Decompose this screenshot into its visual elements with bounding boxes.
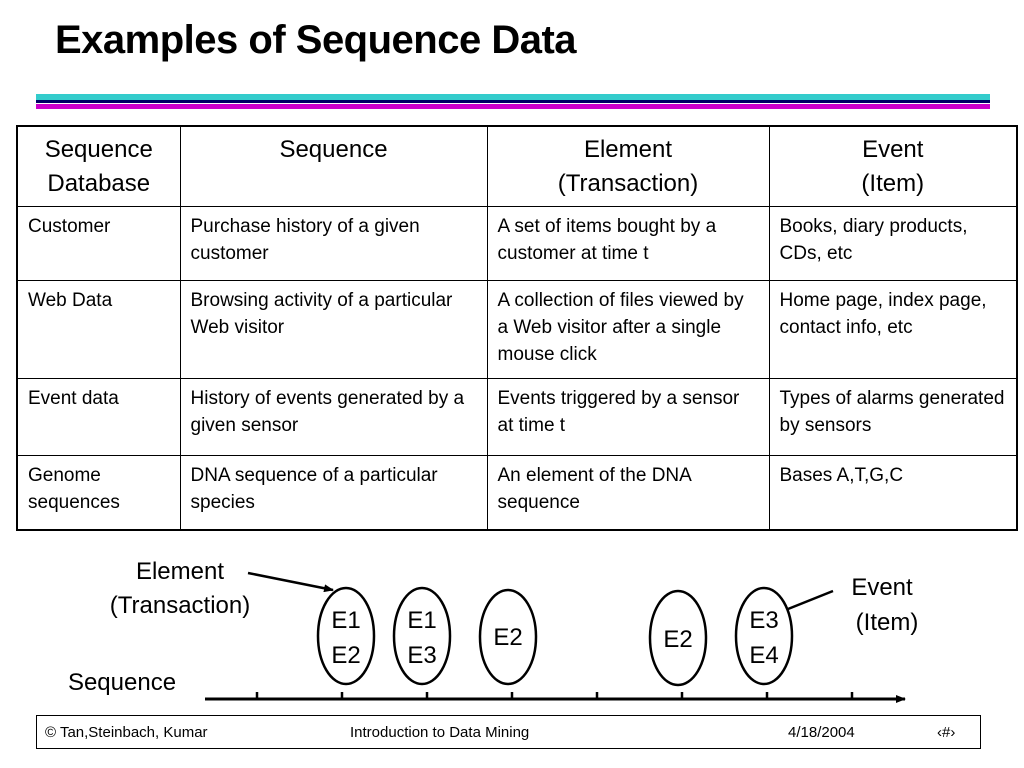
- cell-sequence: Browsing activity of a particular Web vi…: [179, 280, 488, 379]
- element-ellipse: [316, 586, 376, 686]
- cell-event: Books, diary products, CDs, etc: [768, 206, 1018, 281]
- header-event: Event(Item): [768, 125, 1018, 207]
- header-element: Element(Transaction): [486, 125, 770, 207]
- event-label-line2: (Item): [856, 609, 919, 636]
- cell-database: Web Data: [16, 280, 181, 379]
- cell-element: A set of items bought by a customer at t…: [486, 206, 770, 281]
- sequence-element: E1 E2: [316, 586, 376, 686]
- event-label-line1: Event: [851, 574, 913, 601]
- footer-page-number: ‹#›: [937, 724, 956, 741]
- cell-element: An element of the DNA sequence: [486, 455, 770, 530]
- sequence-diagram: Element (Transaction) Event (Item) Seque…: [68, 558, 919, 703]
- table-row: Genome sequences DNA sequence of a parti…: [16, 455, 1018, 530]
- event-item: E2: [493, 624, 522, 651]
- cell-database: Event data: [16, 378, 181, 456]
- event-item: E2: [663, 626, 692, 653]
- title-underline-magenta: [36, 104, 990, 109]
- title-underline-cyan: [36, 94, 990, 100]
- cell-element: A collection of files viewed by a Web vi…: [486, 280, 770, 379]
- sequence-element: E2: [648, 589, 708, 687]
- event-item: E3: [407, 642, 436, 669]
- cell-sequence: Purchase history of a given customer: [179, 206, 488, 281]
- event-item: E1: [407, 607, 436, 634]
- event-item: E4: [749, 642, 778, 669]
- element-ellipse: [392, 586, 452, 686]
- footer-copyright: © Tan,Steinbach, Kumar: [45, 724, 208, 741]
- cell-sequence: History of events generated by a given s…: [179, 378, 488, 456]
- cell-element: Events triggered by a sensor at time t: [486, 378, 770, 456]
- table-row: Web Data Browsing activity of a particul…: [16, 280, 1018, 379]
- slide-footer: © Tan,Steinbach, Kumar Introduction to D…: [36, 715, 981, 749]
- event-item: E3: [749, 607, 778, 634]
- table-row: Customer Purchase history of a given cus…: [16, 206, 1018, 281]
- sequence-element: E2: [478, 588, 538, 686]
- title-underline-navy: [36, 100, 990, 103]
- event-item: E2: [331, 642, 360, 669]
- footer-date: 4/18/2004: [788, 724, 855, 741]
- cell-sequence: DNA sequence of a particular species: [179, 455, 488, 530]
- sequence-element: E1 E3: [392, 586, 452, 686]
- element-arrow: [247, 571, 334, 593]
- element-label-line2: (Transaction): [110, 592, 250, 619]
- element-ellipse: [478, 588, 538, 686]
- event-item: E1: [331, 607, 360, 634]
- element-ellipse: [734, 586, 794, 686]
- cell-event: Home page, index page, contact info, etc: [768, 280, 1018, 379]
- element-label-line1: Element: [136, 558, 224, 585]
- header-sequence: Sequence: [179, 125, 488, 207]
- cell-event: Types of alarms generated by sensors: [768, 378, 1018, 456]
- cell-event: Bases A,T,G,C: [768, 455, 1018, 530]
- table-row: Event data History of events generated b…: [16, 378, 1018, 456]
- sequence-label: Sequence: [68, 669, 176, 696]
- slide-title: Examples of Sequence Data: [55, 18, 577, 62]
- element-ellipse: [648, 589, 708, 687]
- footer-course-title: Introduction to Data Mining: [350, 724, 530, 741]
- sequence-element: E3 E4: [734, 586, 794, 686]
- timeline-ticks: [255, 692, 854, 699]
- cell-database: Customer: [16, 206, 181, 281]
- cell-database: Genome sequences: [16, 455, 181, 530]
